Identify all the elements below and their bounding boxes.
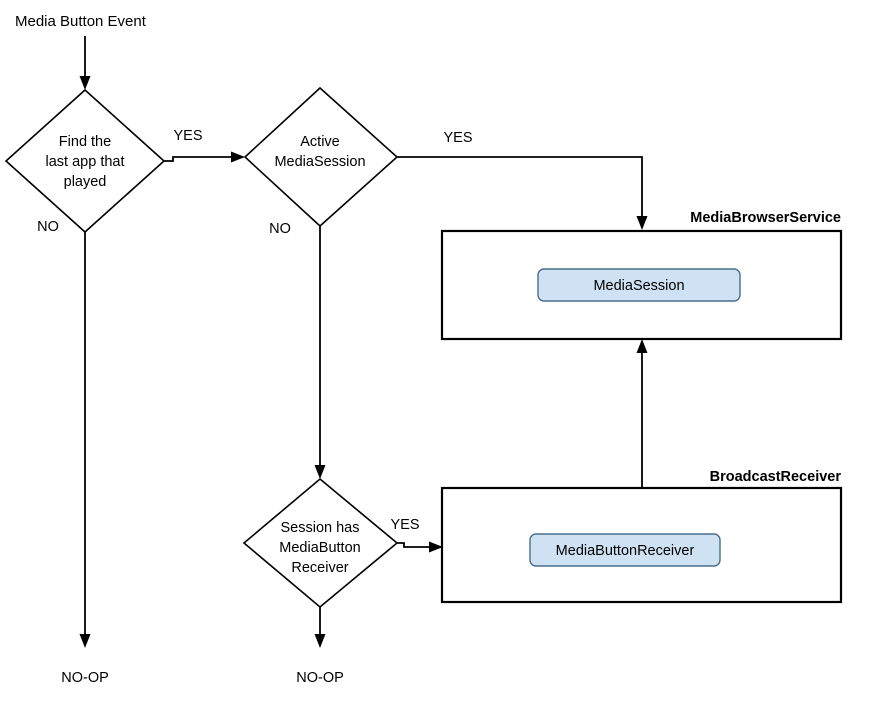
group-title-media-browser-service: MediaBrowserService	[690, 210, 841, 226]
node-mediasession: MediaSession	[537, 268, 741, 302]
connector-decision1-yes-to-decision2	[164, 151, 245, 163]
decision-find-last-app: Find the last app that played	[4, 88, 166, 234]
decision-session-has-mediabutton-receiver: Session has MediaButton Receiver	[242, 477, 399, 609]
edge-label-decision2-no: NO	[269, 221, 291, 237]
arrow-head-icon	[314, 465, 326, 479]
decision-session-has-receiver-line-1: Session has	[281, 520, 360, 536]
node-mediasession-shape	[537, 268, 741, 302]
terminal-no-op-center: NO-OP	[296, 670, 344, 686]
arrow-head-icon	[231, 151, 245, 163]
arrow-head-icon	[79, 634, 91, 648]
arrow-head-icon	[429, 541, 443, 553]
edge-label-decision3-yes: YES	[390, 517, 419, 533]
node-mediabuttonreceiver-label: MediaButtonReceiver	[556, 543, 695, 559]
decision-active-mediasession-line-1: Active	[300, 134, 340, 150]
decision-session-has-receiver-line-2: MediaButton	[279, 540, 360, 556]
connector-decision3-yes-to-broadcastreceiver	[397, 541, 443, 553]
node-mediabuttonreceiver-shape	[529, 533, 721, 567]
decision-find-last-app-line-1: Find the	[59, 134, 111, 150]
edge-label-decision1-yes: YES	[173, 128, 202, 144]
arrow-head-icon	[636, 216, 648, 230]
connector-decision2-no-to-decision3	[314, 226, 326, 479]
decision-active-mediasession: Active MediaSession	[243, 86, 399, 228]
decision-session-has-receiver-line-3: Receiver	[291, 560, 348, 576]
edge-label-decision2-yes: YES	[443, 130, 472, 146]
node-mediasession-label: MediaSession	[593, 278, 684, 294]
terminal-no-op-left: NO-OP	[61, 670, 109, 686]
connector-entry-to-decision1	[79, 36, 91, 90]
node-mediabuttonreceiver: MediaButtonReceiver	[529, 533, 721, 567]
connector-decision2-yes-to-mediabrowserservice	[397, 156, 648, 230]
arrow-head-icon	[79, 76, 91, 90]
decision-active-mediasession-line-2: MediaSession	[274, 154, 365, 170]
group-title-broadcast-receiver: BroadcastReceiver	[710, 469, 842, 485]
decision-find-last-app-line-2: last app that	[46, 154, 125, 170]
connector-broadcastreceiver-to-mediabrowserservice	[636, 339, 648, 488]
decision-find-last-app-line-3: played	[64, 174, 107, 190]
arrow-head-icon	[314, 634, 326, 648]
entry-label: Media Button Event	[15, 13, 147, 30]
edge-label-decision1-no: NO	[37, 219, 59, 235]
connector-decision3-to-noop-center	[314, 607, 326, 648]
arrow-head-icon	[636, 339, 648, 353]
connector-decision1-no-to-noop-left	[79, 232, 91, 648]
